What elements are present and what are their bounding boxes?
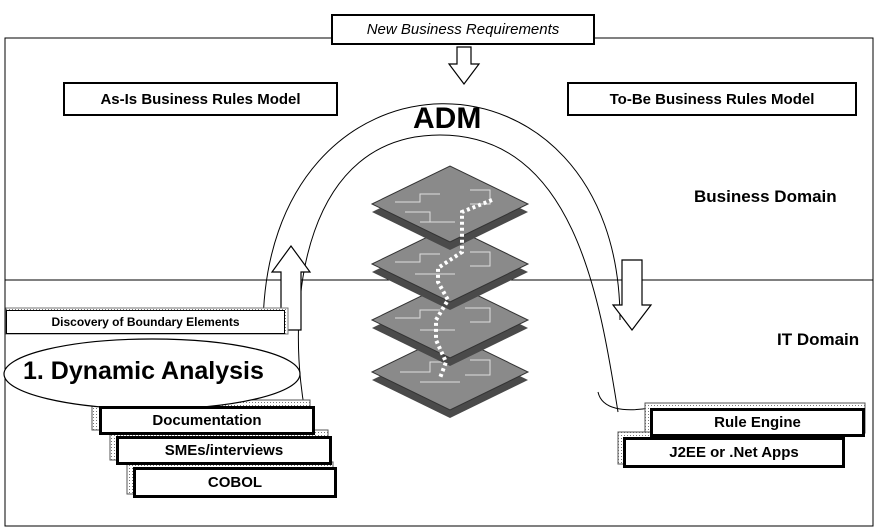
inner-arc-tail-right (597, 391, 651, 411)
discovery-label: Discovery of Boundary Elements (51, 315, 240, 329)
business-domain-label: Business Domain (694, 187, 837, 206)
outer-arc (262, 103, 621, 331)
target-j2ee-label: J2EE or .Net Apps (669, 444, 799, 461)
dynamic-analysis-label: 1. Dynamic Analysis (23, 357, 264, 385)
banner-text: New Business Requirements (366, 21, 560, 38)
layer-4 (370, 333, 530, 418)
target-j2ee: J2EE or .Net Apps (623, 437, 845, 468)
target-rule-engine: Rule Engine (650, 408, 865, 437)
target-rule-engine-label: Rule Engine (714, 414, 801, 431)
as-is-label: As-Is Business Rules Model (100, 90, 301, 108)
adm-title: ADM (413, 102, 482, 135)
to-be-model-box: To-Be Business Rules Model (567, 82, 857, 116)
source-cobol-label: COBOL (207, 474, 263, 491)
layer-2 (370, 225, 530, 310)
source-smes: SMEs/interviews (116, 436, 332, 465)
source-documentation-label: Documentation (152, 412, 262, 429)
new-business-requirements-banner: New Business Requirements (331, 14, 595, 45)
layer-1 (370, 165, 530, 250)
as-is-model-box: As-Is Business Rules Model (63, 82, 338, 116)
source-cobol: COBOL (133, 467, 337, 498)
layer-3 (370, 281, 530, 366)
down-arrow-top (447, 46, 481, 85)
to-be-label: To-Be Business Rules Model (609, 90, 815, 108)
it-domain-label: IT Domain (777, 330, 860, 349)
discovery-box: Discovery of Boundary Elements (6, 310, 285, 334)
layer-stack (370, 165, 530, 418)
source-smes-label: SMEs/interviews (164, 442, 284, 459)
down-arrow-right (611, 259, 653, 331)
source-documentation: Documentation (99, 406, 315, 435)
